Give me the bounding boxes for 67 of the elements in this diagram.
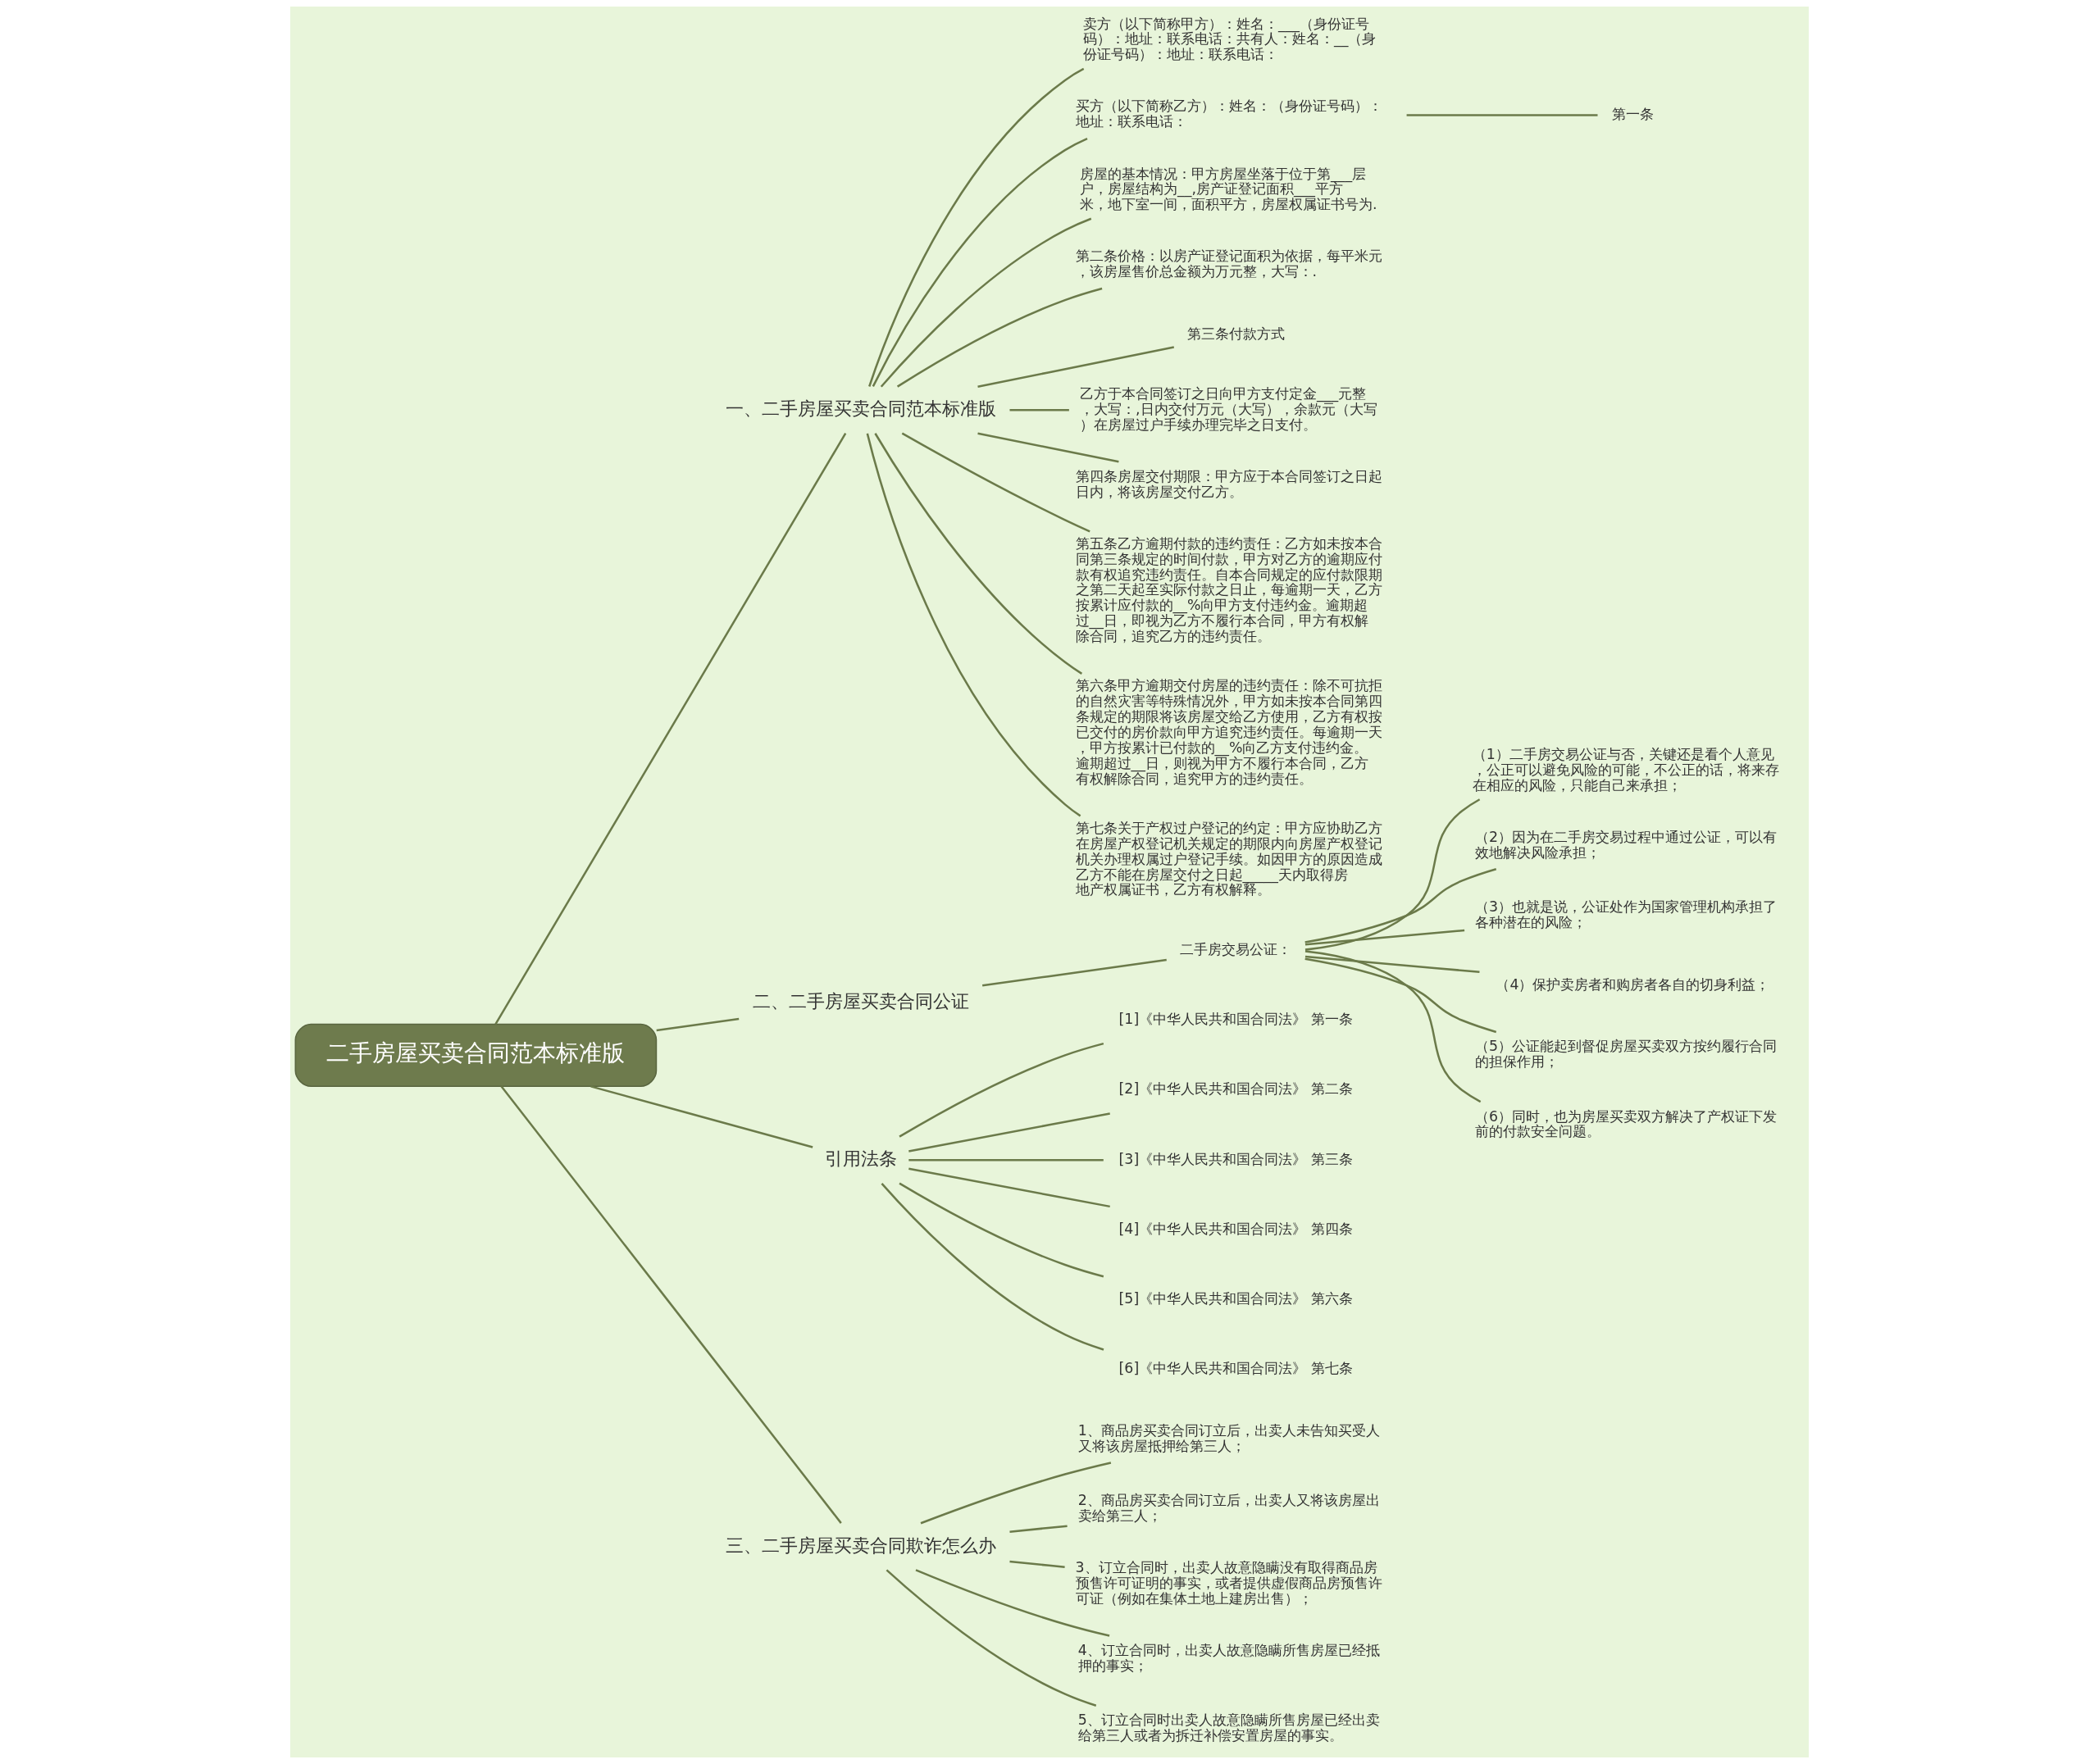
node-text: 第一条 <box>1611 105 1654 122</box>
node-text: 三、二手房屋买卖合同欺诈怎么办 <box>725 1534 996 1556</box>
connector <box>1304 955 1480 974</box>
node-text: 3、订立合同时，出卖人故意隐瞒没有取得商品房预售许可证明的事实，或者提供虚假商品房预售许可证（例如在集体土地上建房出售）； <box>1075 1559 1382 1607</box>
node-text: 第二条价格：以房产证登记面积为依据，每平米元，该房屋售价总金额为万元整，大写：. <box>1075 248 1382 280</box>
connector <box>880 217 1092 388</box>
connector <box>590 1085 813 1148</box>
node-text: 二手房交易公证： <box>1180 941 1292 958</box>
node-text: （1）二手房交易公证与否，关键还是看个人意见，公正可以避免风险的可能，不公正的话，将来存在相应的风险，只能自己来承担； <box>1472 745 1779 793</box>
connector <box>1009 408 1069 411</box>
connector <box>494 433 847 1025</box>
node-text: （3）也就是说，公证处作为国家管理机构承担了各种潜在的风险； <box>1475 898 1778 930</box>
connector <box>899 1042 1104 1138</box>
node-text: 第六条甲方逾期交付房屋的违约责任：除不可抗拒的自然灾害等特殊情况外，甲方如未按本合同第四条规定的期限将该房屋交给乙方使用，乙方有权按已交付的房价款向甲方追究违约责任。每逾期一天，甲方按累计已付款的__%向乙方支付违约金。逾期超过__日，则视为甲方不履行本合同，乙方有权解除合同，追究甲方的违约责任。 <box>1075 677 1382 787</box>
node-text: 第七条关于产权过户登记的约定：甲方应协助乙方在房屋产权登记机关规定的期限内向房屋产权登记机关办理权属过户登记手续。如因甲方的原因造成乙方不能在房屋交付之日起_____天内取得房地产权属证书，乙方有权解释。 <box>1075 819 1382 898</box>
node-text: （6）同时，也为房屋买卖双方解决了产权证下发前的付款安全问题。 <box>1475 1107 1778 1140</box>
node-text: 卖方（以下简称甲方）：姓名：___（身份证号码）：地址：联系电话：共有人：姓名：__（身份证号码）：地址：联系电话： <box>1083 15 1377 63</box>
connector <box>656 1017 740 1032</box>
node-text: 第四条房屋交付期限：甲方应于本合同签订之日起日内，将该房屋交付乙方。 <box>1075 467 1382 500</box>
connector <box>886 1569 1097 1707</box>
connector <box>874 433 1083 675</box>
node-text: 第五条乙方逾期付款的违约责任：乙方如未按本合同第三条规定的时间付款，甲方对乙方的逾期应付款有权追究违约责任。自本合同规定的应付款限期之第二天起至实际付款之日止，每逾期一天，乙方按累计应付款的__%向甲方支付违约金。逾期超过__日，即视为乙方不履行本合同，甲方有权解除合同，追究乙方的违约责任。 <box>1075 534 1382 645</box>
connector <box>500 1085 842 1524</box>
connector <box>1304 798 1481 951</box>
node-text: 一、二手房屋买卖合同范本标准版 <box>725 398 996 420</box>
connector <box>1304 950 1482 1103</box>
node-text: 房屋的基本情况：甲方房屋坐落于位于第___层户，房屋结构为__,房产证登记面积___平方米，地下室一间，面积平方，房屋权属证书号为. <box>1080 165 1377 213</box>
connector <box>920 1462 1112 1525</box>
connector <box>868 67 1085 387</box>
connector <box>1009 1560 1065 1568</box>
node-text: （5）公证能起到督促房屋买卖双方按约履行合同的担保作用； <box>1475 1038 1778 1071</box>
node-text: 引用法条 <box>824 1148 897 1169</box>
node-text: [5]《中华人民共和国合同法》 第六条 <box>1118 1289 1353 1307</box>
connector <box>1304 868 1497 943</box>
node-text: 4、订立合同时，出卖人故意隐瞒所售房屋已经抵押的事实； <box>1077 1642 1380 1674</box>
connector <box>908 1112 1110 1153</box>
connector <box>915 1569 1110 1637</box>
node-text: [3]《中华人民共和国合同法》 第三条 <box>1118 1150 1353 1167</box>
connector <box>977 346 1174 388</box>
node-text: [4]《中华人民共和国合同法》 第四条 <box>1118 1220 1353 1237</box>
connector <box>981 958 1167 987</box>
connector <box>901 432 1090 533</box>
node-text: 1、商品房买卖合同订立后，出卖人未告知买受人又将该房屋抵押给第三人； <box>1077 1421 1380 1454</box>
connector <box>881 1182 1104 1351</box>
connector <box>896 287 1103 388</box>
connector <box>1304 957 1497 1034</box>
node-text: 第三条付款方式 <box>1186 325 1285 343</box>
node-text: [1]《中华人民共和国合同法》 第一条 <box>1118 1011 1353 1028</box>
connector <box>866 433 1081 817</box>
node-box: 二手房屋买卖合同范本标准版 <box>294 1023 658 1088</box>
connector <box>908 1167 1110 1208</box>
connector <box>977 432 1119 463</box>
node-text: 买方（以下简称乙方）：姓名：（身份证号码）：地址：联系电话： <box>1075 98 1382 130</box>
connector <box>908 1158 1104 1162</box>
node-text: 2、商品房买卖合同订立后，出卖人又将该房屋出卖给第三人； <box>1077 1492 1380 1524</box>
connector <box>1304 929 1465 946</box>
connector <box>1009 1525 1068 1533</box>
node-text: 5、订立合同时出卖人故意隐瞒所售房屋已经出卖给第三人或者为拆迁补偿安置房屋的事实。 <box>1077 1712 1380 1744</box>
connector <box>899 1182 1104 1278</box>
node-text: （2）因为在二手房交易过程中通过公证，可以有效地解决风险承担； <box>1475 828 1778 861</box>
node-text: 乙方于本合同签订之日向甲方支付定金___元整，大写：,日内交付万元（大写），余款元（大写）在房屋过户手续办理完毕之日支付。 <box>1080 384 1377 433</box>
node-text: （4）保护卖房者和购房者各自的切身利益； <box>1496 975 1770 993</box>
connector <box>872 137 1088 387</box>
node-text: [2]《中华人民共和国合同法》 第二条 <box>1118 1080 1353 1098</box>
node-text: [6]《中华人民共和国合同法》 第七条 <box>1118 1360 1353 1377</box>
connector <box>1406 114 1598 116</box>
node-text: 二、二手房屋买卖合同公证 <box>752 990 969 1012</box>
